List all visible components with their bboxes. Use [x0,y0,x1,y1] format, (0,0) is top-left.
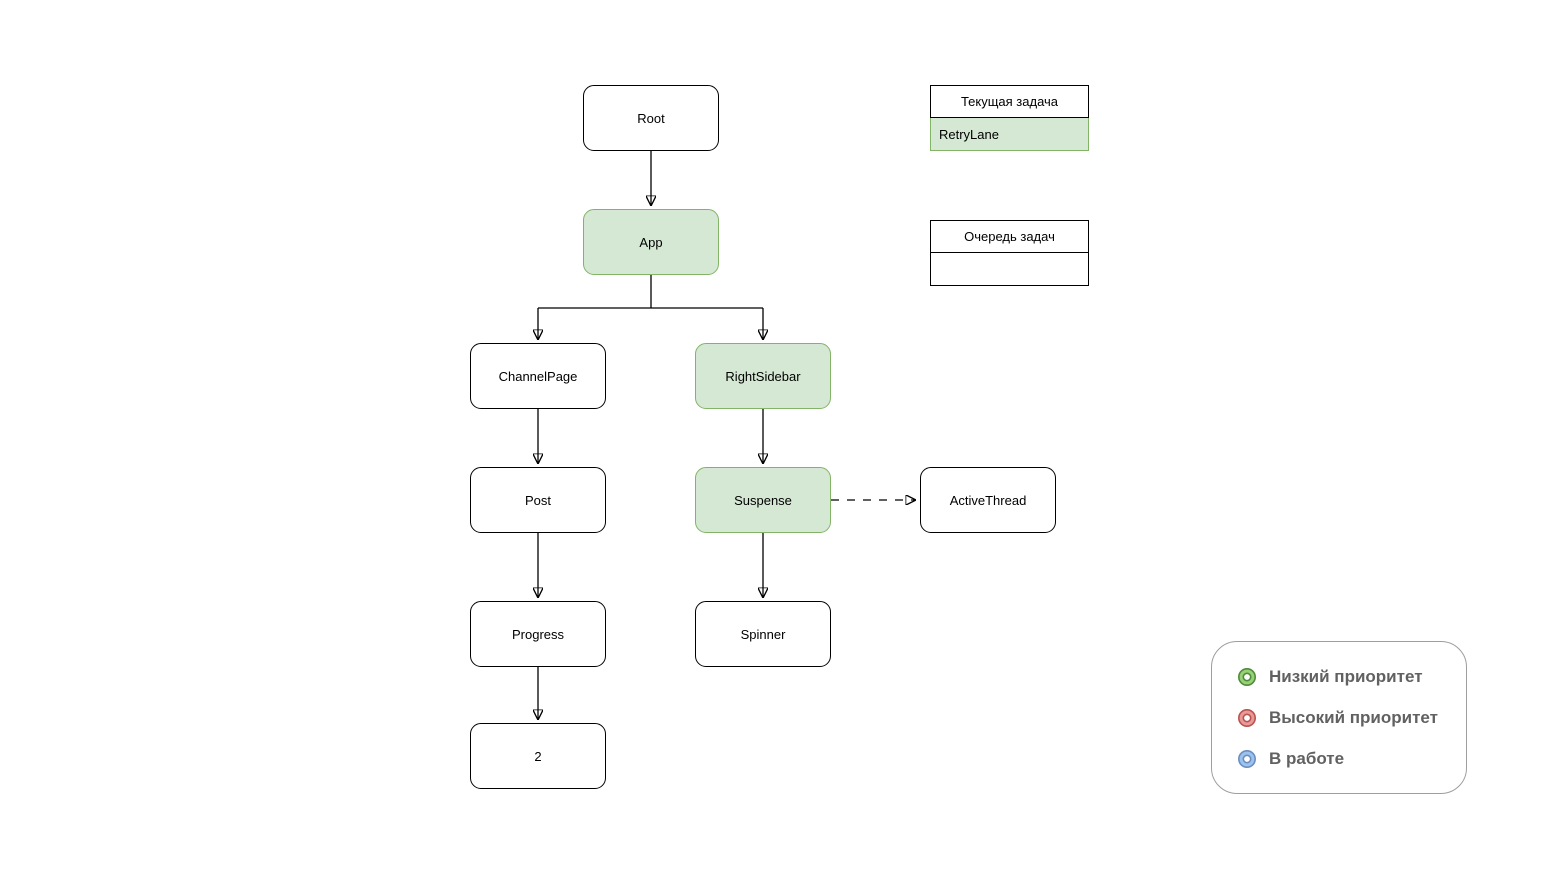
task-queue-panel: Очередь задач [930,220,1089,286]
node-app[interactable]: App [583,209,719,275]
node-root[interactable]: Root [583,85,719,151]
current-task-title: Текущая задача [930,85,1089,118]
legend-label-low-priority: Низкий приоритет [1269,666,1423,686]
node-post[interactable]: Post [470,467,606,533]
node-suspense[interactable]: Suspense [695,467,831,533]
legend-item-low-priority: Низкий приоритет [1237,667,1466,687]
node-channelpage[interactable]: ChannelPage [470,343,606,409]
node-rightsidebar[interactable]: RightSidebar [695,343,831,409]
legend-item-in-progress: В работе [1237,749,1466,769]
low-priority-icon [1238,667,1256,686]
node-spinner[interactable]: Spinner [695,601,831,667]
edge-app-split [538,275,763,309]
legend-label-high-priority: Высокий приоритет [1269,707,1438,727]
task-queue-title: Очередь задач [930,220,1089,253]
node-2[interactable]: 2 [470,723,606,789]
node-progress[interactable]: Progress [470,601,606,667]
node-activethread[interactable]: ActiveThread [920,467,1056,533]
in-progress-icon [1238,749,1256,768]
legend-label-in-progress: В работе [1269,748,1345,768]
high-priority-icon [1238,708,1256,727]
legend-item-high-priority: Высокий приоритет [1237,708,1466,728]
current-task-row[interactable]: RetryLane [930,118,1089,151]
task-queue-row[interactable] [930,253,1089,286]
legend: Низкий приоритет Высокий приоритет В раб… [1211,641,1467,794]
current-task-panel: Текущая задача RetryLane [930,85,1089,151]
